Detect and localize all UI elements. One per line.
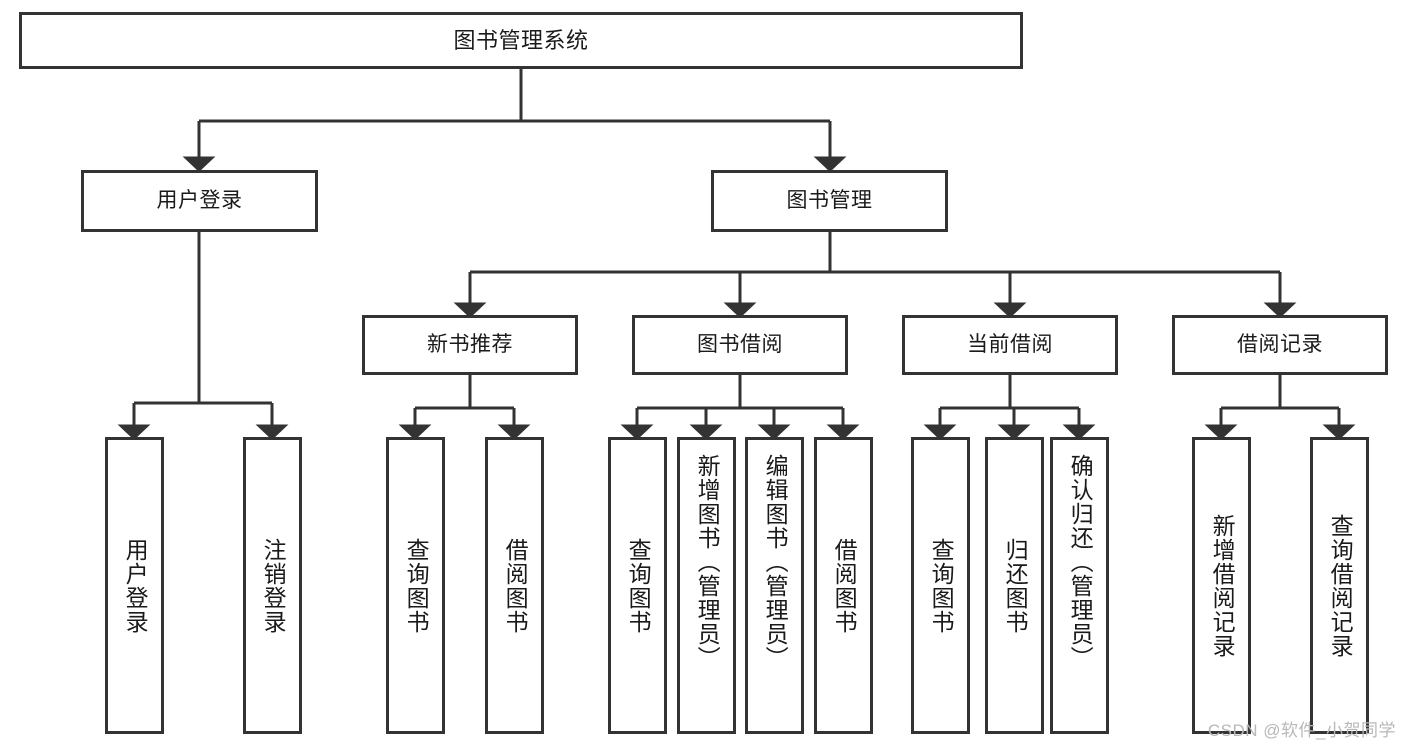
node-leaf-confirm-return[interactable]: 确认归还（管理员） (1050, 437, 1109, 734)
node-book-manage[interactable]: 图书管理 (711, 170, 948, 232)
node-leaf-add-record[interactable]: 新增借阅记录 (1192, 437, 1251, 734)
node-leaf-user-login[interactable]: 用户登录 (105, 437, 164, 734)
watermark: CSDN @软件_小贺同学 (1207, 721, 1396, 740)
node-leaf-borrow-book-2-label: 借阅图书 (831, 537, 858, 634)
node-current-borrow[interactable]: 当前借阅 (902, 315, 1118, 375)
node-leaf-user-logout[interactable]: 注销登录 (243, 437, 302, 734)
node-leaf-borrow-book-1[interactable]: 借阅图书 (485, 437, 544, 734)
node-leaf-confirm-return-label: 确认归还（管理员） (1067, 454, 1094, 670)
node-leaf-edit-book-label: 编辑图书（管理员） (762, 454, 789, 670)
node-root[interactable]: 图书管理系统 (19, 12, 1023, 69)
node-root-label: 图书管理系统 (453, 27, 589, 53)
node-leaf-user-login-label: 用户登录 (122, 537, 149, 634)
node-leaf-query-book-3[interactable]: 查询图书 (911, 437, 970, 734)
node-book-manage-label: 图书管理 (786, 188, 873, 212)
node-leaf-edit-book[interactable]: 编辑图书（管理员） (745, 437, 804, 734)
node-leaf-add-book[interactable]: 新增图书（管理员） (677, 437, 736, 734)
node-book-borrow[interactable]: 图书借阅 (632, 315, 848, 375)
node-borrow-record-label: 借阅记录 (1237, 332, 1323, 356)
node-leaf-query-book-2-label: 查询图书 (625, 537, 652, 634)
node-book-borrow-label: 图书借阅 (697, 332, 783, 356)
node-leaf-add-book-label: 新增图书（管理员） (694, 454, 721, 670)
node-leaf-query-book-3-label: 查询图书 (928, 537, 955, 634)
node-leaf-borrow-book-1-label: 借阅图书 (502, 537, 529, 634)
node-leaf-user-logout-label: 注销登录 (260, 537, 287, 634)
node-leaf-return-book-label: 归还图书 (1002, 537, 1029, 634)
node-new-book-recommend-label: 新书推荐 (427, 332, 513, 356)
node-leaf-query-book-2[interactable]: 查询图书 (608, 437, 667, 734)
node-leaf-add-record-label: 新增借阅记录 (1209, 513, 1236, 658)
node-leaf-query-book-1-label: 查询图书 (403, 537, 430, 634)
node-user-login-label: 用户登录 (156, 188, 243, 212)
node-leaf-query-record[interactable]: 查询借阅记录 (1310, 437, 1369, 734)
node-user-login[interactable]: 用户登录 (81, 170, 318, 232)
node-leaf-query-book-1[interactable]: 查询图书 (386, 437, 445, 734)
node-leaf-query-record-label: 查询借阅记录 (1327, 513, 1354, 658)
node-leaf-borrow-book-2[interactable]: 借阅图书 (814, 437, 873, 734)
node-current-borrow-label: 当前借阅 (967, 332, 1053, 356)
node-leaf-return-book[interactable]: 归还图书 (985, 437, 1044, 734)
node-new-book-recommend[interactable]: 新书推荐 (362, 315, 578, 375)
node-borrow-record[interactable]: 借阅记录 (1172, 315, 1388, 375)
